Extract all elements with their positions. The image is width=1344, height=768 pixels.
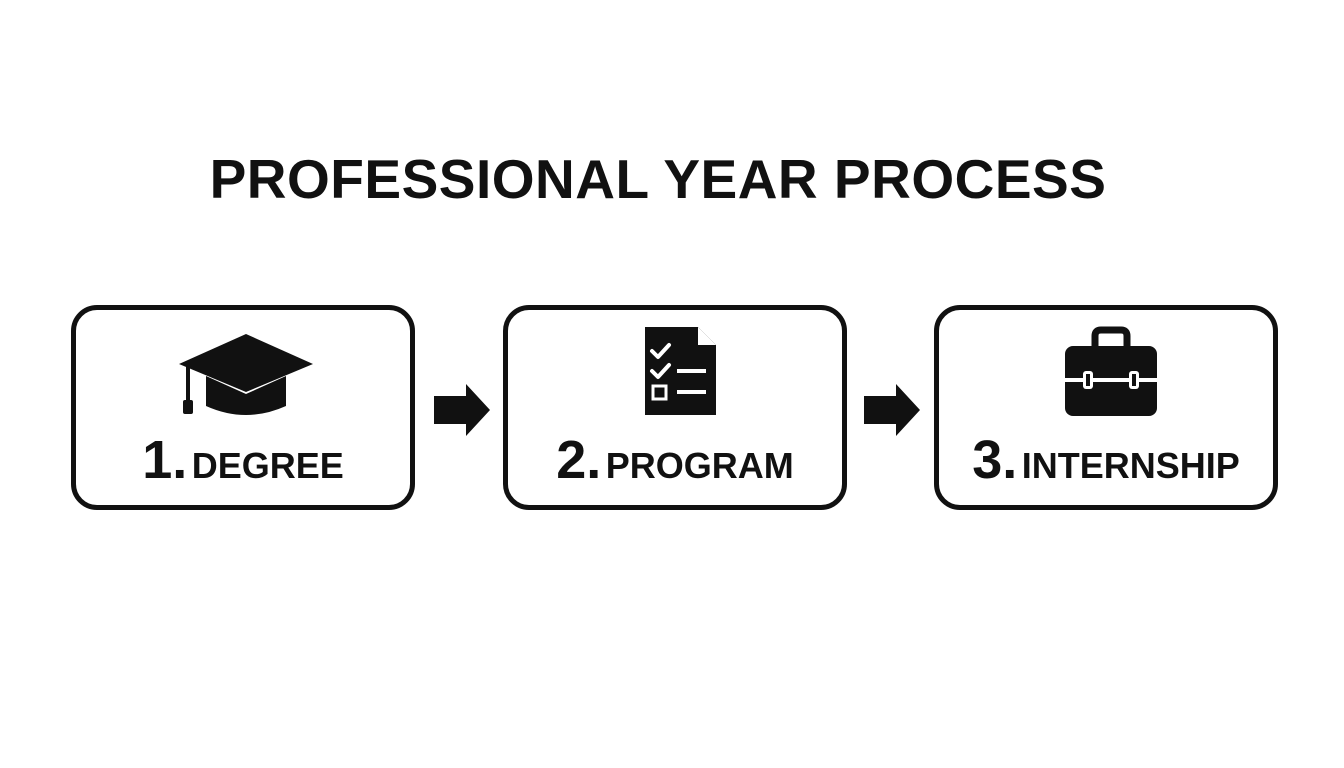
step-label-degree: 1. DEGREE: [76, 430, 410, 504]
right-arrow-icon: [434, 384, 490, 436]
page-title: PROFESSIONAL YEAR PROCESS: [209, 148, 1107, 210]
checklist-document-icon: [645, 327, 716, 415]
step-number: 1.: [142, 430, 188, 490]
step-number: 3.: [972, 430, 1018, 490]
step-label-program: 2. PROGRAM: [508, 430, 842, 504]
step-name: DEGREE: [191, 445, 344, 486]
step-name: INTERNSHIP: [1021, 445, 1240, 486]
right-arrow-icon: [864, 384, 920, 436]
step-box-degree: 1. DEGREE: [71, 305, 415, 510]
briefcase-icon: [1065, 326, 1157, 416]
step-number: 2.: [556, 430, 602, 490]
step-label-internship: 3. INTERNSHIP: [939, 430, 1273, 504]
step-name: PROGRAM: [605, 445, 794, 486]
step-box-program: 2. PROGRAM: [503, 305, 847, 510]
step-box-internship: 3. INTERNSHIP: [934, 305, 1278, 510]
graduation-cap-icon: [179, 334, 313, 415]
